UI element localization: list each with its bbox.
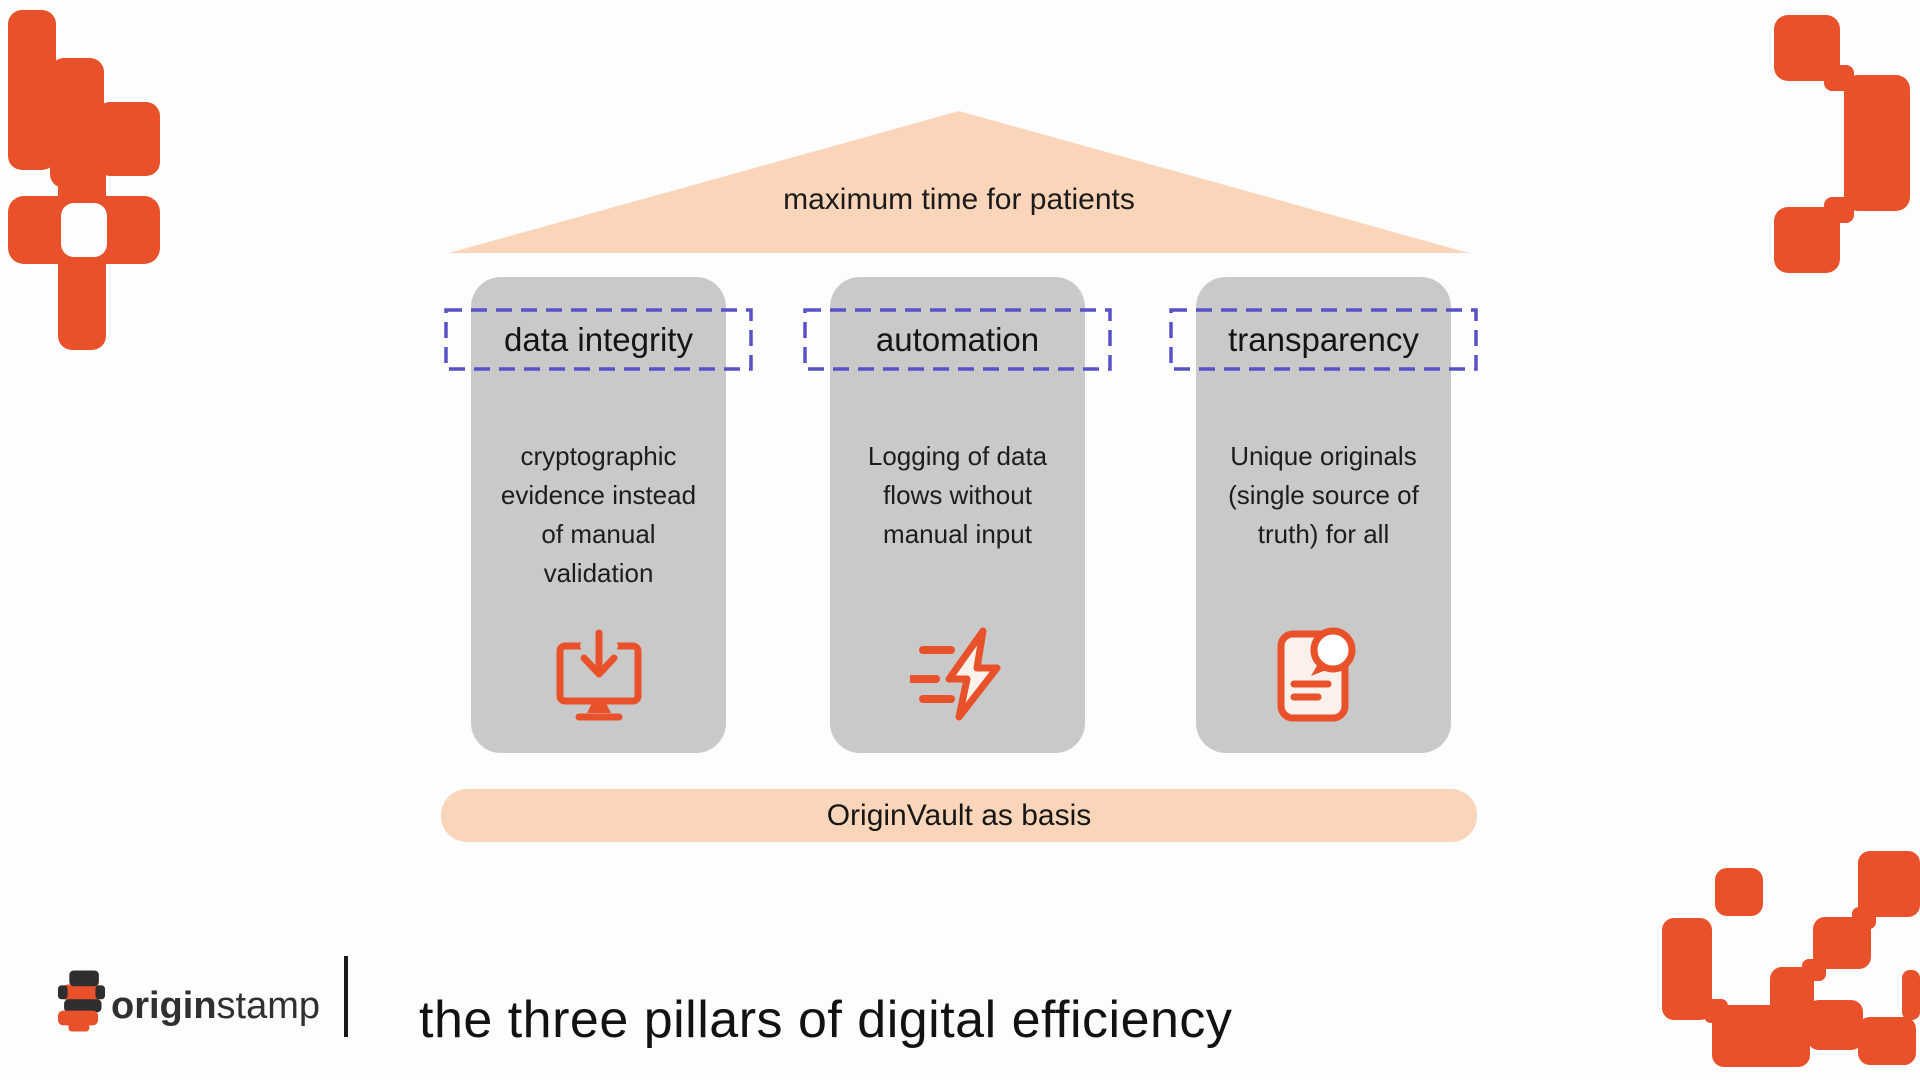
pillar-automation: automation Logging of data flows without… [803, 277, 1112, 753]
pillar-title: transparency [1228, 320, 1419, 358]
dashed-outline [444, 308, 753, 371]
brand-stamp: stamp [216, 985, 321, 1027]
originstamp-logo-icon [58, 970, 105, 1032]
monitor-download-icon [556, 629, 641, 721]
pillar-title: data integrity [504, 320, 693, 358]
dashed-outline [1169, 308, 1478, 371]
pillar-description: cryptographic evidence instead of manual… [500, 441, 697, 588]
brand-pixel-decoration-top-left-icon [8, 10, 160, 350]
base-bar: OriginVault as basis [441, 789, 1477, 842]
pillar-description: Logging of data flows without manual inp… [867, 441, 1048, 549]
brand-pixel-decoration-top-right-icon [1774, 15, 1910, 273]
pillar-title-box: data integrity [444, 308, 753, 371]
brand-pixel-decoration-bottom-right-icon [1662, 851, 1920, 1067]
roof-label: maximum time for patients [783, 183, 1135, 216]
document-chat-icon [1277, 627, 1355, 722]
pillar-title-box: transparency [1169, 308, 1478, 371]
slide-title: the three pillars of digital efficiency [419, 991, 1233, 1049]
pillar-data-integrity: data integrity cryptographic evidence in… [444, 277, 753, 753]
pillar-title-box: automation [803, 308, 1112, 371]
pillar-description: Unique originals (single source of truth… [1228, 441, 1419, 549]
speed-lightning-icon [909, 627, 1000, 721]
footer-divider [344, 956, 348, 1037]
pillar-title: automation [875, 320, 1040, 358]
roof-triangle: maximum time for patients [449, 111, 1469, 253]
pillar-transparency: transparency Unique originals (single so… [1169, 277, 1478, 753]
dashed-outline [803, 308, 1112, 371]
brand-origin: origin [111, 985, 217, 1027]
brand-wordmark: originstamp [111, 985, 320, 1028]
